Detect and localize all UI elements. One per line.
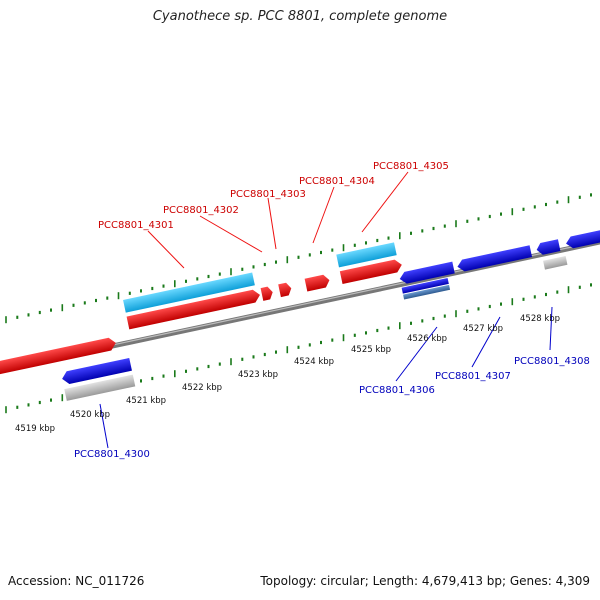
genome-summary-text: Topology: circular; Length: 4,679,413 bp… [260, 574, 590, 588]
gene-arrow-pcc8801-4308[interactable] [535, 239, 561, 256]
tick-label-4526: 4526 kbp [407, 334, 447, 344]
tick-label-4519: 4519 kbp [15, 424, 55, 434]
tick-label-4528: 4528 kbp [520, 314, 560, 324]
rna-feature-4305[interactable] [336, 242, 397, 268]
rna-feature-4308[interactable] [543, 256, 568, 270]
gene-arrow-pcc8801-4306-b[interactable] [401, 278, 449, 294]
rna-feature-4306[interactable] [403, 284, 451, 300]
tick-label-4524: 4524 kbp [294, 357, 334, 367]
rna-feature-4300[interactable] [64, 374, 136, 401]
reverse-tick-track [5, 283, 592, 414]
gene-arrow-pcc8801-4301[interactable] [126, 289, 262, 330]
gene-arrow-pcc8801-4305[interactable] [339, 258, 403, 284]
reverse-callouts [99, 306, 553, 449]
tick-label-4527: 4527 kbp [463, 324, 503, 334]
gene-arrow-pcc8801-4304[interactable] [304, 274, 331, 292]
tick-label-4522: 4522 kbp [182, 383, 222, 393]
gene-label-4308[interactable]: PCC8801_4308 [514, 356, 590, 367]
gene-arrow-pcc8801-4300[interactable] [61, 357, 132, 385]
gene-label-4305[interactable]: PCC8801_4305 [373, 161, 449, 172]
gene-label-4303[interactable]: PCC8801_4303 [230, 189, 306, 200]
rna-feature-4301[interactable] [123, 272, 255, 313]
gene-arrow-pcc8801-4306[interactable] [398, 261, 455, 285]
gene-label-4300[interactable]: PCC8801_4300 [74, 449, 150, 460]
forward-callouts [147, 171, 409, 269]
gene-label-4306[interactable]: PCC8801_4306 [359, 385, 435, 396]
gene-arrow-pcc8801-4300-left-partial[interactable] [0, 337, 117, 375]
gene-label-4304[interactable]: PCC8801_4304 [299, 176, 375, 187]
forward-tick-track [5, 193, 592, 324]
gene-label-4307[interactable]: PCC8801_4307 [435, 371, 511, 382]
tick-label-4525: 4525 kbp [351, 345, 391, 355]
tick-label-4520: 4520 kbp [70, 410, 110, 420]
gene-arrow-pcc8801-4302[interactable] [260, 286, 274, 301]
gene-arrow-pcc8801-4303[interactable] [278, 282, 292, 298]
gene-label-4302[interactable]: PCC8801_4302 [163, 205, 239, 216]
accession-text: Accession: NC_011726 [8, 574, 145, 588]
gene-arrow-pcc8801-4309-partial[interactable] [565, 230, 600, 249]
gene-label-4301[interactable]: PCC8801_4301 [98, 220, 174, 231]
tick-label-4523: 4523 kbp [238, 370, 278, 380]
tick-label-4521: 4521 kbp [126, 396, 166, 406]
genome-title: Cyanothece sp. PCC 8801, complete genome [152, 9, 448, 24]
gene-arrow-pcc8801-4307[interactable] [456, 245, 533, 272]
